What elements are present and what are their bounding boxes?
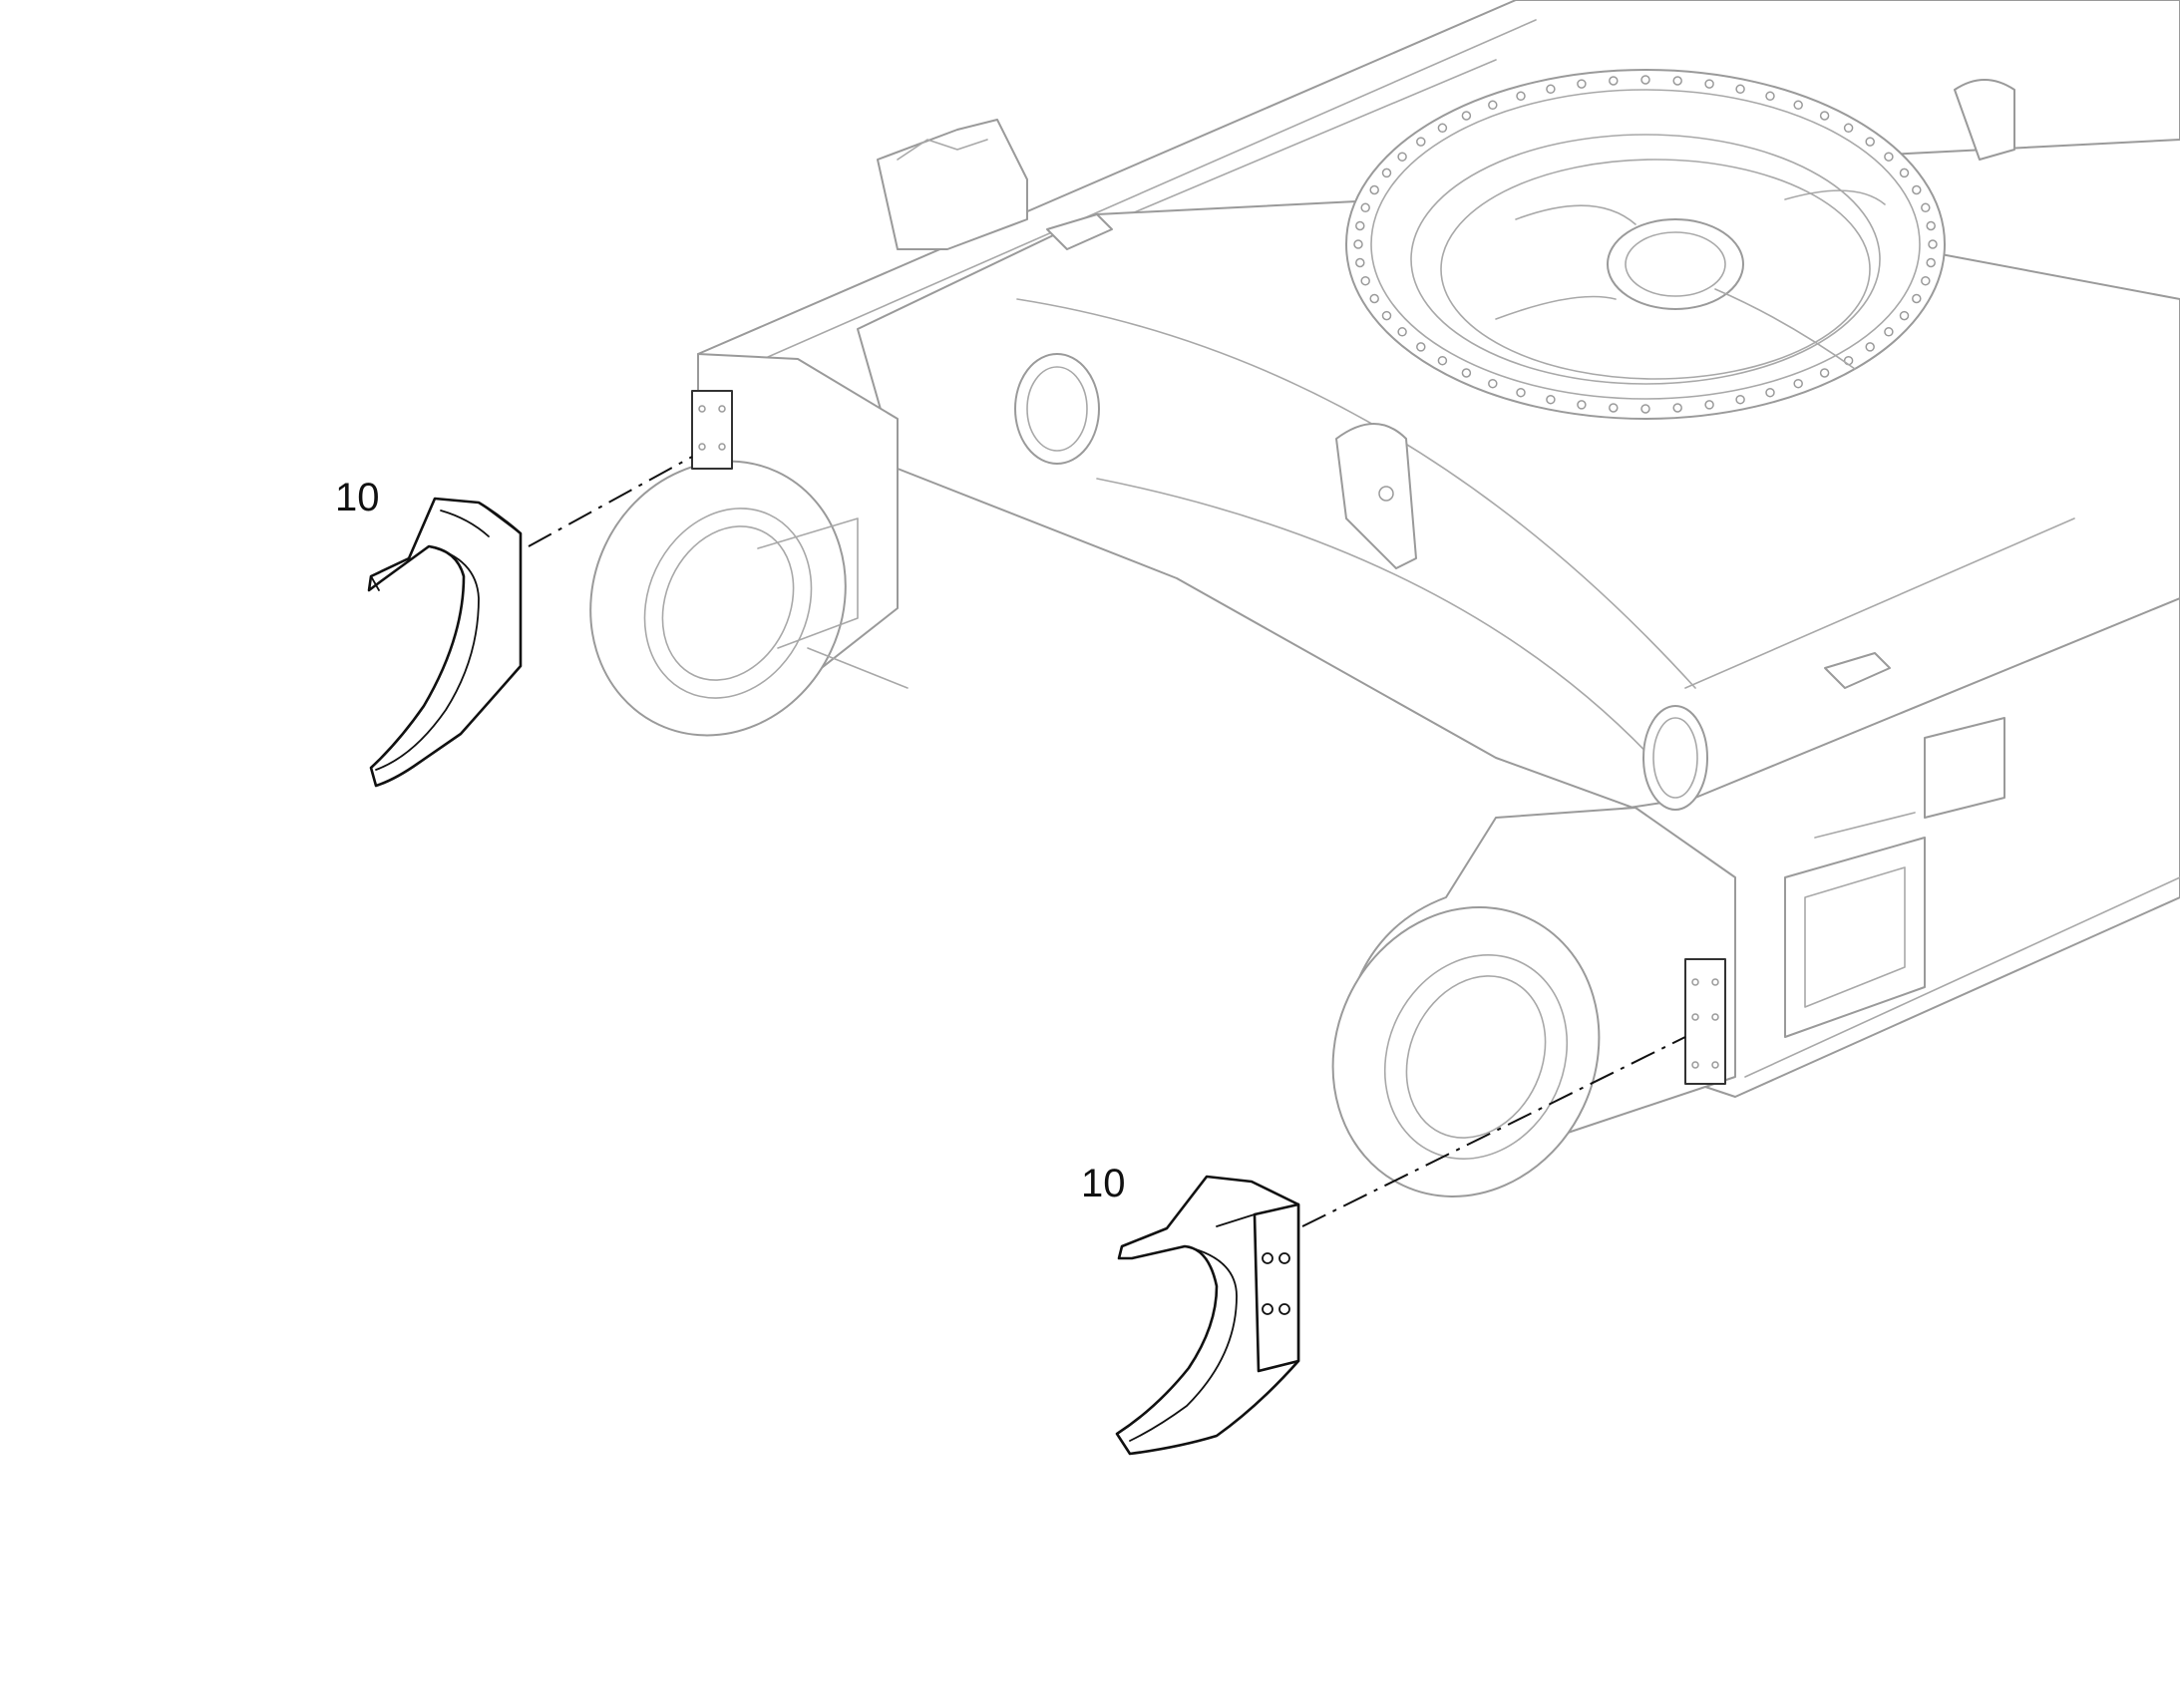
- bearing-bolt-hole: [1397, 152, 1407, 162]
- callout-label-right: 10: [1081, 1162, 1126, 1205]
- bearing-bolt-hole: [1437, 123, 1448, 134]
- bearing-bolt-hole: [1516, 91, 1526, 102]
- bearing-bolt-hole: [1793, 378, 1803, 389]
- callout-label-left: 10: [335, 476, 380, 519]
- bearing-bolt-hole: [1765, 91, 1775, 102]
- bearing-bolt-hole: [1461, 368, 1472, 378]
- bearing-bolt-hole: [1461, 111, 1472, 121]
- bearing-bolt-hole: [1735, 394, 1745, 405]
- bearing-bolt-hole: [1609, 76, 1619, 86]
- bearing-bolt-hole: [1353, 239, 1363, 249]
- bearing-bolt-hole: [1921, 202, 1931, 213]
- bearing-bolt-hole: [1609, 403, 1619, 413]
- bearing-bolt-hole: [1899, 310, 1910, 321]
- bearing-bolt-hole: [1921, 275, 1931, 286]
- bearing-bolt-hole: [1640, 404, 1650, 414]
- bearing-bolt-hole: [1397, 327, 1407, 337]
- bearing-bolt-hole: [1843, 123, 1854, 134]
- bearing-bolt-hole: [1899, 168, 1910, 178]
- bearing-bolt-hole: [1928, 239, 1938, 249]
- left-mount-pad: [691, 390, 733, 470]
- track-guard-part-10-left: [367, 497, 523, 788]
- bearing-bolt-hole: [1926, 257, 1936, 268]
- bearing-bolt-hole: [1381, 310, 1392, 321]
- bearing-bolt-hole: [1488, 100, 1498, 111]
- bearing-bolt-hole: [1355, 220, 1365, 231]
- right-mount-pad: [1684, 958, 1726, 1085]
- bearing-bolt-hole: [1355, 257, 1365, 268]
- bearing-bolt-hole: [1793, 100, 1803, 111]
- track-guard-part-10-right: [1115, 1175, 1300, 1456]
- bearing-bolt-hole: [1416, 342, 1426, 352]
- bearing-bolt-hole: [1369, 293, 1379, 304]
- bearing-bolt-hole: [1735, 84, 1745, 95]
- bearing-bolt-hole: [1865, 137, 1875, 147]
- bearing-bolt-hole: [1865, 342, 1875, 352]
- bearing-bolt-hole: [1488, 378, 1498, 389]
- bearing-bolt-hole: [1360, 275, 1370, 286]
- bearing-bolt-hole: [1884, 327, 1894, 337]
- bearing-bolt-hole: [1369, 184, 1379, 195]
- bearing-bolt-hole: [1360, 202, 1370, 213]
- bearing-bolt-hole: [1765, 387, 1775, 398]
- bearing-bolt-hole: [1577, 79, 1587, 89]
- bearing-bolt-hole: [1577, 400, 1587, 410]
- bearing-bolt-hole: [1926, 220, 1936, 231]
- bearing-bolt-holes: [1353, 75, 1938, 414]
- bearing-bolt-hole: [1884, 152, 1894, 162]
- bearing-bolt-hole: [1704, 79, 1714, 89]
- bearing-bolt-hole: [1819, 111, 1830, 121]
- bearing-bolt-hole: [1381, 168, 1392, 178]
- bearing-bolt-hole: [1516, 387, 1526, 398]
- undercarriage-frame: [589, 0, 2180, 1197]
- bearing-bolt-hole: [1546, 394, 1556, 405]
- bearing-bolt-hole: [1640, 75, 1650, 85]
- assembly-leader-right: [1301, 1036, 1686, 1227]
- bearing-bolt-hole: [1912, 293, 1922, 304]
- bearing-bolt-hole: [1672, 76, 1682, 86]
- bearing-bolt-hole: [1437, 355, 1448, 366]
- bearing-bolt-hole: [1546, 84, 1556, 95]
- bearing-bolt-hole: [1912, 184, 1922, 195]
- bearing-bolt-hole: [1416, 137, 1426, 147]
- bearing-bolt-hole: [1819, 368, 1830, 378]
- bearing-bolt-hole: [1672, 403, 1682, 413]
- bearing-bolt-hole: [1704, 400, 1714, 410]
- assembly-leader-left: [528, 456, 693, 547]
